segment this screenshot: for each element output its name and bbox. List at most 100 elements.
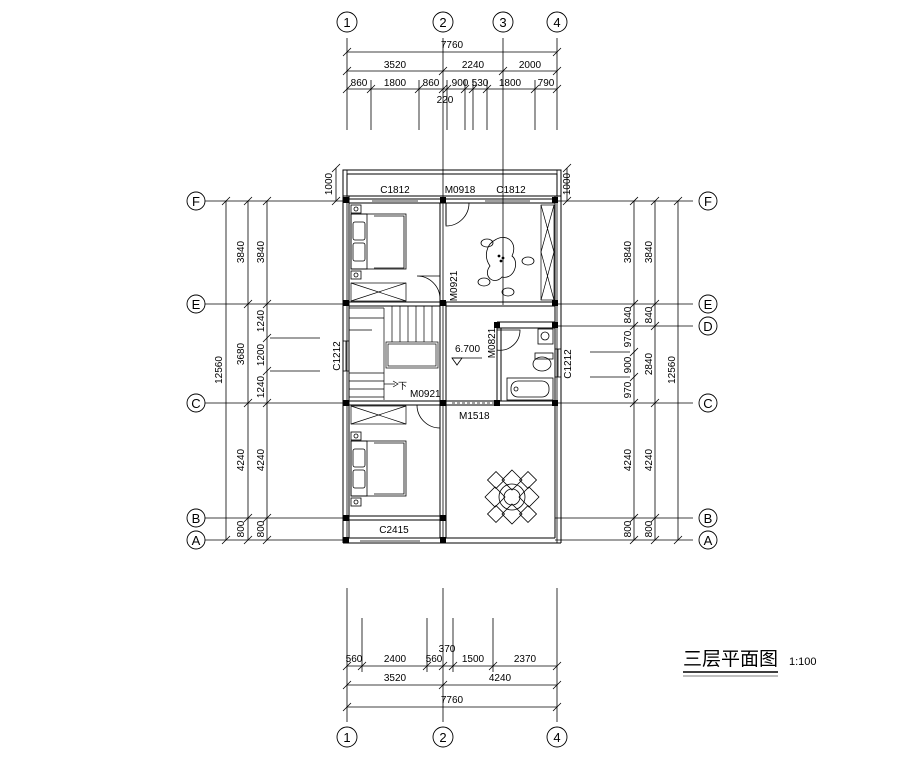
dim-top-d4: 900	[452, 78, 469, 89]
dim-bottom-seg1: 3520	[384, 673, 407, 684]
drawing-scale: 1:100	[789, 656, 817, 668]
dim-right-w2: 900	[623, 356, 634, 373]
tea-table-set	[477, 237, 535, 297]
dim-top-seg2: 2240	[462, 60, 485, 71]
dim-right-e-d: 840	[623, 306, 634, 323]
label-stair-down: 下	[398, 382, 407, 392]
axis-label-1-bottom: 1	[343, 730, 350, 745]
horizontal-axis-lines	[205, 200, 693, 541]
dim-left-e-c: 3680	[236, 342, 247, 365]
dim-top-d7: 790	[538, 78, 555, 89]
label-c1812-left: C1812	[380, 185, 410, 196]
dim-right-canopy: 1000	[562, 172, 573, 195]
dim-top-d8: 220	[437, 95, 454, 106]
dim-left-f-e: 3840	[236, 240, 247, 263]
axis-label-A-left: A	[192, 533, 201, 548]
dim-top-d2: 1800	[384, 78, 407, 89]
dim-bottom-overall: 7760	[441, 695, 464, 706]
dim-left-f-e-inner: 3840	[256, 240, 267, 263]
axis-label-2-bottom: 2	[439, 730, 446, 745]
label-m0921-lower: M0921	[410, 389, 441, 400]
label-m0921-upper: M0921	[449, 270, 460, 301]
doors	[416, 202, 521, 429]
axis-label-E-left: E	[192, 297, 201, 312]
dim-bottom-d2: 2400	[384, 654, 407, 665]
wardrobe	[540, 204, 555, 301]
windows	[343, 198, 561, 542]
axis-label-A-right: A	[704, 533, 713, 548]
label-c1212-left: C1212	[332, 341, 343, 371]
dim-left-c-b: 4240	[236, 448, 247, 471]
dim-top-d1: 860	[351, 78, 368, 89]
label-m0918: M0918	[445, 185, 476, 196]
dim-top-overall: 7760	[441, 40, 464, 51]
axis-label-F-right: F	[704, 194, 712, 209]
dim-left-canopy: 1000	[324, 172, 335, 195]
axis-label-C-left: C	[191, 396, 200, 411]
label-c1812-right: C1812	[496, 185, 526, 196]
label-c1212-right: C1212	[563, 349, 574, 379]
axis-label-B-left: B	[192, 511, 201, 526]
staircase	[349, 306, 439, 400]
dim-left-b-a-inner: 800	[256, 520, 267, 537]
dim-bottom-d5: 2370	[514, 654, 537, 665]
dim-right-f-e: 3840	[623, 240, 634, 263]
axis-label-4-bottom: 4	[553, 730, 560, 745]
dim-right-e-d-inner: 840	[644, 306, 655, 323]
dim-right-f-e-inner: 3840	[644, 240, 655, 263]
dim-right-c-b: 4240	[623, 448, 634, 471]
dim-top-seg1: 3520	[384, 60, 407, 71]
label-c2415: C2415	[379, 525, 409, 536]
vertical-axis-lines	[346, 38, 558, 722]
bed-lower	[350, 431, 407, 507]
dim-right-overall: 12560	[667, 356, 678, 384]
dim-right-c-b-inner: 4240	[644, 448, 655, 471]
bathroom-fixtures	[506, 328, 554, 401]
dim-left-w3: 1240	[256, 375, 267, 398]
axis-label-D-right: D	[703, 319, 712, 334]
dim-bottom-d6: 370	[439, 644, 456, 655]
columns	[343, 197, 558, 543]
dim-right-w1: 970	[623, 330, 634, 347]
dim-left-b-a: 800	[236, 520, 247, 537]
storage-boxes	[350, 282, 407, 425]
dim-right-w3: 970	[623, 381, 634, 398]
elevation-marker	[451, 357, 463, 366]
dim-bottom-d3: 560	[426, 654, 443, 665]
dim-right-b-a-inner: 800	[644, 520, 655, 537]
axis-label-E-right: E	[704, 297, 713, 312]
dining-table-set	[484, 469, 540, 525]
dim-left-w1: 1240	[256, 309, 267, 332]
dim-left-overall: 12560	[214, 356, 225, 384]
drawing-title: 三层平面图	[683, 648, 778, 670]
dim-left-c-b-inner: 4240	[256, 448, 267, 471]
dim-bottom-d1: 560	[346, 654, 363, 665]
dim-top-d5: 530	[472, 78, 489, 89]
left-dimensions	[221, 163, 341, 545]
dim-bottom-d4: 1500	[462, 654, 485, 665]
axis-label-F-left: F	[192, 194, 200, 209]
top-dimensions	[342, 47, 562, 130]
axis-label-3-top: 3	[499, 15, 506, 30]
dim-left-w2: 1200	[256, 343, 267, 366]
dim-bottom-seg2: 4240	[489, 673, 512, 684]
label-elevation: 6.700	[455, 344, 480, 355]
label-m0821: M0821	[487, 327, 498, 358]
axis-label-4-top: 4	[553, 15, 560, 30]
dim-top-seg3: 2000	[519, 60, 542, 71]
dim-top-d6: 1800	[499, 78, 522, 89]
walls	[342, 169, 562, 544]
dim-right-d-c: 2840	[644, 352, 655, 375]
bottom-dimensions	[342, 618, 562, 712]
label-m1518: M1518	[459, 411, 490, 422]
axis-label-C-right: C	[703, 396, 712, 411]
axis-label-B-right: B	[704, 511, 713, 526]
dim-right-b-a: 800	[623, 520, 634, 537]
dim-top-d3: 860	[423, 78, 440, 89]
axis-bubbles	[186, 11, 718, 748]
bed-upper	[350, 204, 407, 280]
axis-label-1-top: 1	[343, 15, 350, 30]
axis-label-2-top: 2	[439, 15, 446, 30]
right-dimensions	[562, 163, 683, 545]
